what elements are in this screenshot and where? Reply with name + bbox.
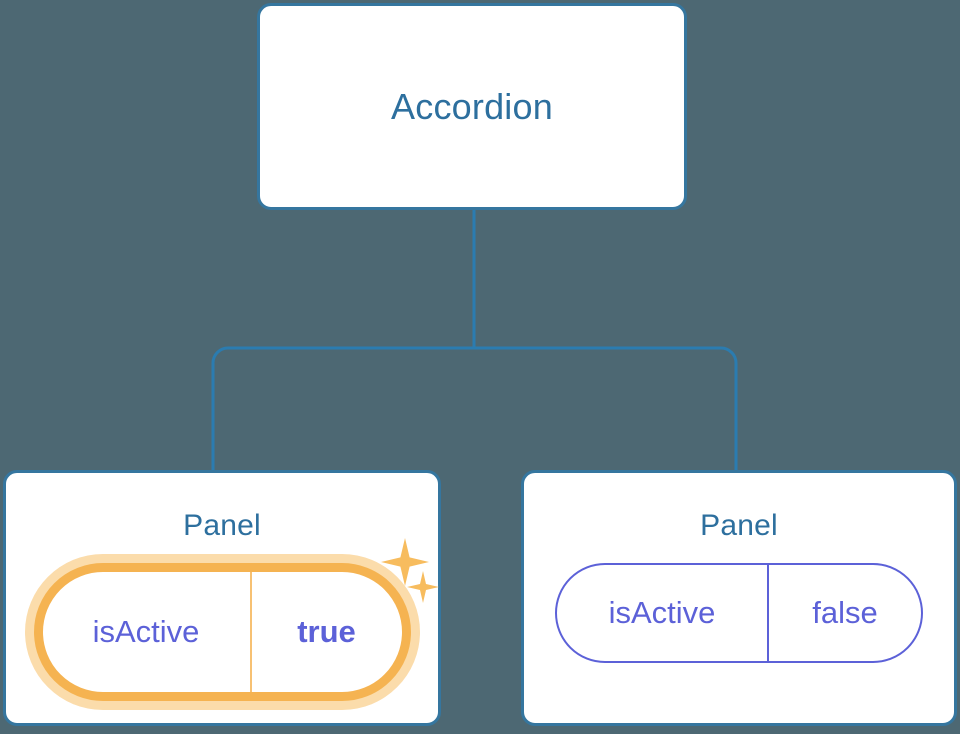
node-panel-active[interactable]: Panel isActive true (3, 470, 441, 726)
prop-row-active: isActive true (33, 563, 411, 701)
connector-branch-right (474, 346, 738, 470)
prop-value-false: false (812, 595, 878, 630)
prop-pill-isactive-true[interactable]: isActive true (33, 563, 411, 701)
prop-key-isactive: isActive (43, 572, 252, 692)
node-panel-active-title: Panel (183, 509, 261, 542)
connector-branch-left (211, 346, 474, 470)
node-panel-inactive[interactable]: Panel isActive false (521, 470, 957, 726)
prop-pill-isactive-false[interactable]: isActive false (555, 563, 923, 663)
prop-row-inactive: isActive false (555, 563, 923, 663)
prop-key-isactive: isActive (557, 565, 769, 661)
node-accordion[interactable]: Accordion (257, 3, 687, 210)
node-accordion-title: Accordion (391, 85, 553, 127)
prop-value-true: true (297, 614, 356, 649)
node-panel-inactive-title: Panel (700, 509, 778, 542)
